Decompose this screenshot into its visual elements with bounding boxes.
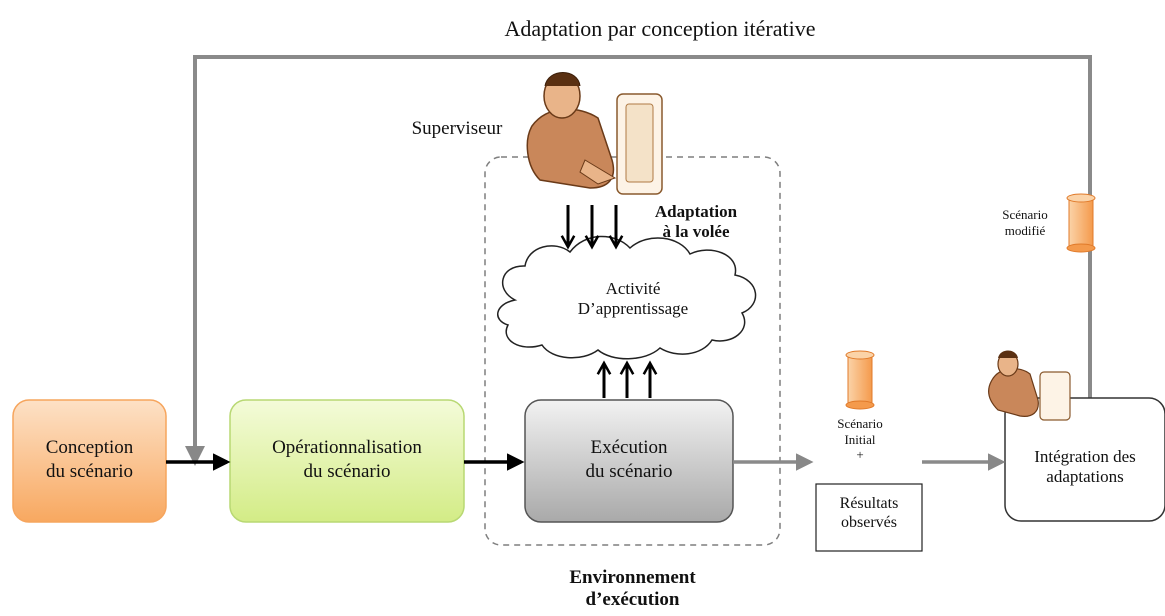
operationnalisation-line1: Opérationnalisation xyxy=(272,437,422,458)
scroll-icon-modified xyxy=(1066,193,1096,253)
execution-line1: Exécution xyxy=(590,437,668,458)
operationnalisation-label: Opérationnalisation du scénario xyxy=(230,436,464,484)
fly-adaptation-line1: Adaptation xyxy=(654,202,738,221)
conception-line2: du scénario xyxy=(45,460,134,482)
environment-label: Environnement d’exécution xyxy=(520,567,745,611)
activity-line2: D’apprentissage xyxy=(577,299,689,319)
results-label: Résultats observés xyxy=(816,494,922,532)
integration-line1: Intégration des xyxy=(1034,447,1136,466)
execution-label: Exécution du scénario xyxy=(525,436,733,484)
supervisor-figure-icon xyxy=(526,72,663,195)
scenario-initial-plus: + xyxy=(856,447,864,463)
iterative-adaptation-label: Adaptation par conception itérative xyxy=(504,16,816,41)
scenario-initial-label: Scénario Initial + xyxy=(800,416,920,463)
fly-adaptation-label: Adaptation à la volée xyxy=(636,202,756,243)
environment-line2: d’exécution xyxy=(585,588,680,610)
environment-line1: Environnement xyxy=(569,567,696,588)
activity-line1: Activité xyxy=(605,279,661,298)
fly-adaptation-line2: à la volée xyxy=(662,222,730,242)
integration-person-icon xyxy=(988,350,1071,421)
cloud-icon xyxy=(497,235,757,360)
scenario-modifie-line2: modifié xyxy=(1004,222,1046,238)
execution-environment-frame xyxy=(484,156,781,546)
scenario-initial-line1: Scénario xyxy=(837,416,883,431)
results-line1: Résultats xyxy=(839,495,899,512)
results-line2: observés xyxy=(841,514,897,532)
scenario-initial-line2: Initial xyxy=(844,431,876,447)
results-box xyxy=(815,483,923,552)
integration-line2: adaptations xyxy=(1046,467,1124,487)
supervisor-label: Superviseur xyxy=(411,118,503,139)
conception-line1: Conception xyxy=(45,437,134,458)
scenario-modifie-label: Scénario modifié xyxy=(990,207,1060,238)
operationnalisation-line2: du scénario xyxy=(303,460,391,482)
scroll-icon-initial xyxy=(845,350,875,410)
execution-line2: du scénario xyxy=(585,460,673,482)
scenario-modifie-line1: Scénario xyxy=(1002,207,1048,222)
activity-label: Activité D’apprentissage xyxy=(548,279,718,320)
integration-label: Intégration des adaptations xyxy=(1005,447,1165,488)
conception-label: Conception du scénario xyxy=(13,436,166,484)
